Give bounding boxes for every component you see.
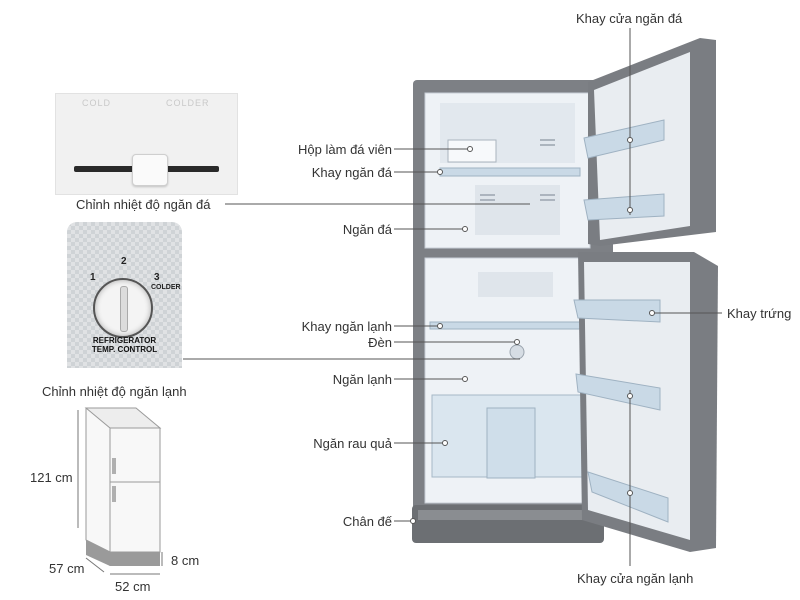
label-vegetable-drawer: Ngăn rau quả bbox=[313, 436, 392, 451]
label-base: Chân đế bbox=[342, 514, 392, 529]
freezer-door-tray-1 bbox=[583, 119, 665, 159]
label-freezer-door-tray: Khay cửa ngăn đá bbox=[576, 11, 683, 26]
fridge-temp-dial[interactable] bbox=[93, 278, 153, 338]
label-egg-tray: Khay trứng bbox=[727, 306, 792, 321]
label-fridge-door-tray: Khay cửa ngăn lạnh bbox=[577, 571, 694, 586]
freezer-slider-knob[interactable] bbox=[132, 154, 168, 186]
label-freezer-compartment: Ngăn đá bbox=[342, 222, 392, 237]
dim-depth: 57 cm bbox=[49, 561, 85, 576]
fridge-control-caption-1: REFRIGERATOR bbox=[92, 336, 157, 345]
label-freezer-tray: Khay ngăn đá bbox=[311, 165, 392, 180]
freezer-control-colder-text: COLDER bbox=[166, 98, 210, 108]
fridge-control-caption-2: TEMP. CONTROL bbox=[91, 345, 158, 354]
label-fridge-temp-control: Chỉnh nhiệt độ ngăn lạnh bbox=[42, 384, 187, 399]
fridge-control-inset: 1 2 3 COLDER REFRIGERATOR TEMP. CONTROL bbox=[67, 222, 182, 368]
dial-colder-label: COLDER bbox=[151, 284, 181, 291]
label-freezer-temp-control: Chỉnh nhiệt độ ngăn đá bbox=[76, 197, 211, 212]
leader-lines bbox=[183, 28, 722, 566]
fridge-door-tray-1 bbox=[575, 373, 661, 411]
egg-tray bbox=[573, 299, 661, 323]
dim-width: 52 cm bbox=[115, 579, 151, 594]
freezer-control-inset: COLD COLDER bbox=[55, 93, 238, 195]
dim-height: 121 cm bbox=[30, 470, 73, 485]
label-ice-cube-box: Hộp làm đá viên bbox=[298, 142, 392, 157]
label-fridge-compartment: Ngăn lạnh bbox=[332, 372, 392, 387]
fridge-door-tray-2 bbox=[587, 471, 669, 523]
dial-number-2: 2 bbox=[121, 256, 127, 267]
freezer-control-cold-text: COLD bbox=[82, 98, 112, 108]
freezer-door-tray-2 bbox=[583, 193, 665, 221]
dial-number-1: 1 bbox=[90, 272, 96, 283]
dim-base-height: 8 cm bbox=[171, 553, 200, 568]
label-fridge-tray: Khay ngăn lạnh bbox=[301, 319, 392, 334]
dial-number-3: 3 bbox=[154, 272, 160, 283]
label-lamp: Đèn bbox=[368, 335, 392, 350]
